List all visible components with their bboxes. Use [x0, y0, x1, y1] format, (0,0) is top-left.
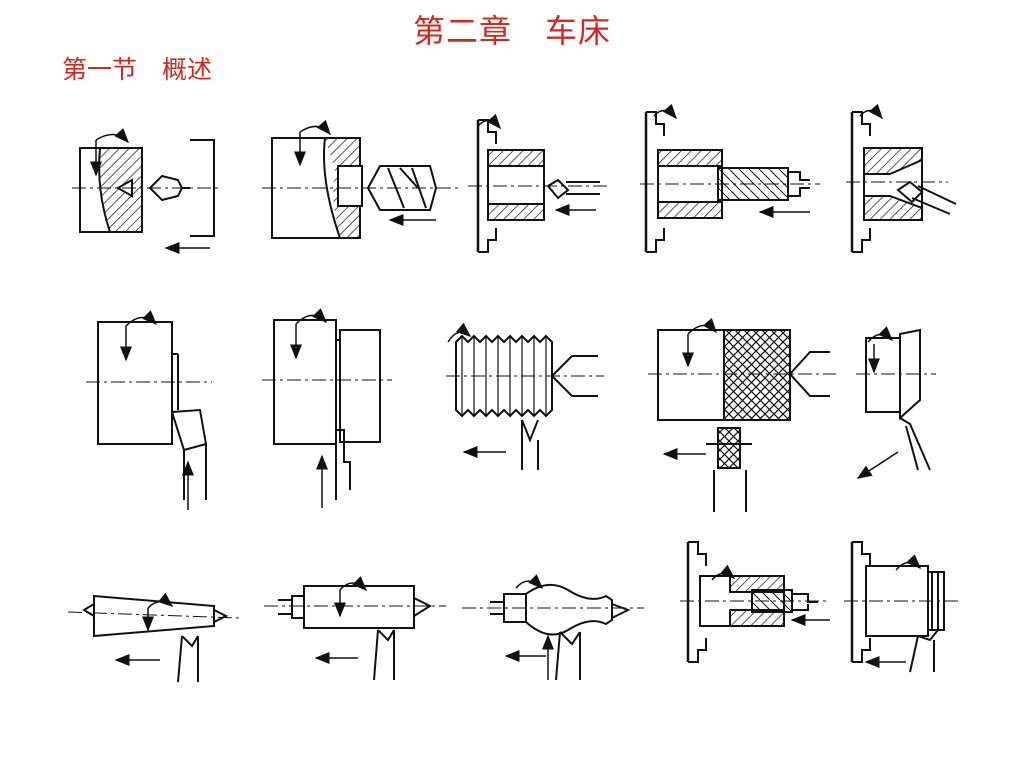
knurling-tool-icon — [648, 317, 836, 512]
taper-turning-icon — [67, 592, 241, 683]
section-subtitle: 第一节 概述 — [62, 55, 213, 84]
facing-tool-icon — [86, 310, 212, 510]
thread-tool-icon — [446, 322, 604, 470]
twist-drill-icon — [262, 119, 460, 239]
cylindrical-turning-icon — [264, 576, 446, 681]
grooving-tool-icon — [262, 308, 392, 508]
tap-icon — [680, 541, 830, 663]
taper-face-tool-icon — [856, 326, 936, 479]
die-threading-icon — [844, 541, 960, 673]
taper-bore-icon — [846, 103, 957, 253]
center-drill-icon — [72, 128, 222, 254]
reamer-icon — [640, 103, 820, 253]
page-title: 第二章 车床 — [412, 12, 611, 50]
boring-tool-icon — [468, 113, 610, 253]
form-turning-icon — [462, 574, 644, 681]
